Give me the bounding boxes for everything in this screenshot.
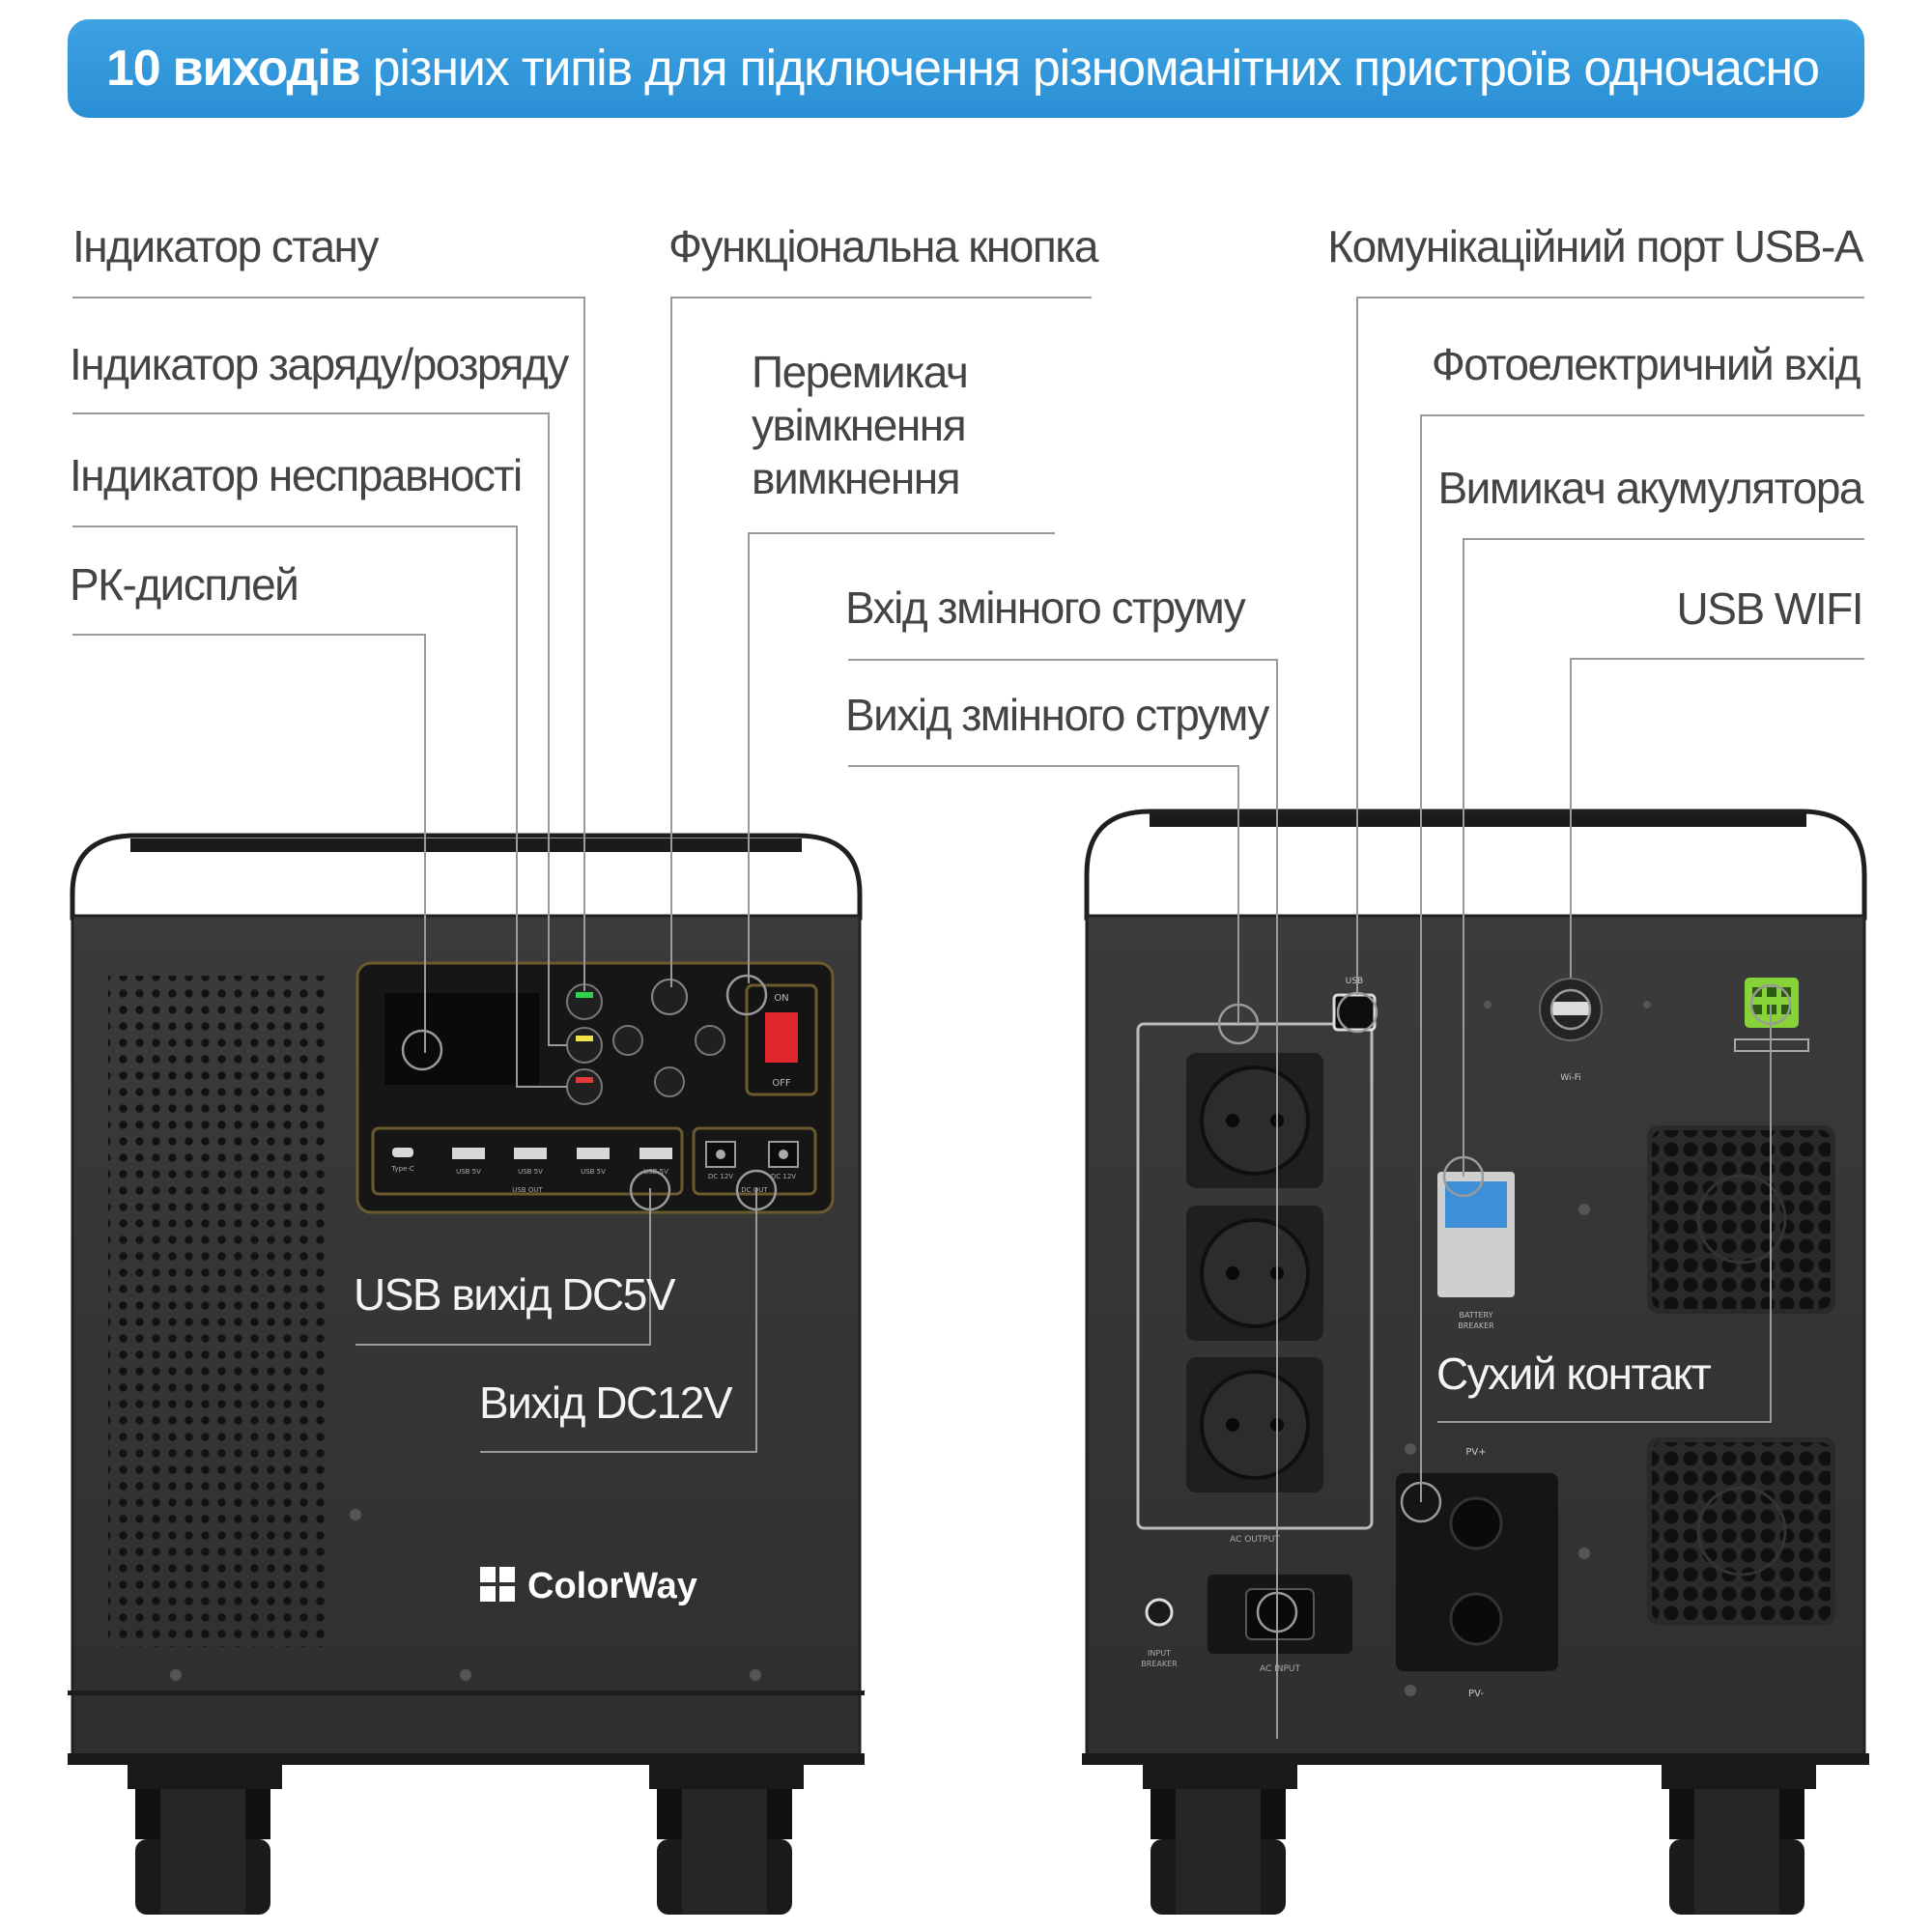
input-breaker-caption: BREAKER — [1141, 1660, 1178, 1668]
wifi-caption: Wi-Fi — [1560, 1073, 1580, 1083]
pv-plus-connector[interactable] — [1449, 1496, 1503, 1550]
dc2-label: DC 12V — [771, 1173, 796, 1180]
label-dc12-out: Вихід DC12V — [479, 1378, 733, 1428]
callout-line-charge — [72, 412, 567, 1046]
usb-port-caption: USB — [1346, 977, 1363, 986]
callout-line-ac-input — [848, 659, 1278, 1739]
callout-line-status — [72, 297, 585, 991]
front-caster-left — [128, 1764, 282, 1915]
label-charge-indicator: Індикатор заряду/розряду — [70, 339, 569, 389]
label-usb-comm: Комунікаційний порт USB-A — [1327, 221, 1863, 271]
back-handle-bar — [1150, 813, 1806, 827]
label-pv-input: Фотоелектричний вхід — [1431, 339, 1861, 389]
usb-comm-port[interactable] — [1332, 993, 1377, 1032]
ac-button[interactable] — [695, 1025, 725, 1056]
usb-c-port[interactable] — [392, 1148, 413, 1157]
dc1-label: DC 12V — [708, 1173, 733, 1180]
brand-logo-text: ColorWay — [527, 1566, 697, 1606]
label-battery-breaker: Вимикач акумулятора — [1437, 463, 1863, 513]
colorway-logo-icon — [480, 1567, 515, 1602]
dc-out-caption: DC OUT — [741, 1186, 768, 1194]
fan-grille-bottom — [1647, 1437, 1835, 1626]
callout-lines — [72, 297, 1864, 1739]
input-caption: INPUT — [1148, 1649, 1171, 1658]
function-button[interactable] — [651, 979, 688, 1015]
label-fault-indicator: Індикатор несправності — [70, 450, 523, 500]
usb1-label: USB 5V — [456, 1168, 481, 1176]
label-lcd: РК-дисплей — [70, 559, 299, 610]
label-ac-input: Вхід змінного струму — [845, 582, 1246, 633]
dc-out-group — [692, 1126, 817, 1196]
ac-outlet-2[interactable] — [1186, 1206, 1323, 1341]
breaker-caption: BREAKER — [1458, 1321, 1494, 1330]
usb-out-group — [371, 1126, 684, 1196]
back-unit: AC OUTPUT USB Wi-Fi BATTERY BREAKER PV+ … — [1082, 809, 1869, 1915]
callout-line-power-switch — [748, 532, 1055, 983]
front-vent-grille — [108, 976, 332, 1647]
typec-label: Type-C — [390, 1165, 414, 1173]
callout-line-dc12 — [480, 1188, 757, 1453]
fan-grille-top — [1647, 1125, 1835, 1314]
callout-line-function — [670, 297, 1092, 987]
pv-minus-caption: PV- — [1468, 1689, 1484, 1699]
switch-on-label: ON — [774, 993, 788, 1004]
screw-icons — [170, 1509, 761, 1681]
front-unit: ON OFF Type-C USB 5V USB 5V USB 5V USB 5… — [68, 833, 865, 1915]
pv-plus-caption: PV+ — [1465, 1447, 1486, 1458]
callout-line-lcd — [72, 634, 426, 1053]
back-caster-right — [1662, 1764, 1816, 1915]
switch-off-label: OFF — [772, 1078, 791, 1089]
label-usb-wifi: USB WIFI — [1676, 583, 1864, 634]
pv-input-block — [1396, 1473, 1558, 1671]
back-caster-left — [1143, 1764, 1297, 1915]
callout-line-fault — [72, 526, 567, 1088]
usb2-label: USB 5V — [518, 1168, 543, 1176]
lcd-screen — [384, 993, 539, 1085]
ac-output-caption: AC OUTPUT — [1230, 1535, 1280, 1545]
battery-caption: BATTERY — [1460, 1311, 1493, 1320]
usb-port-4[interactable] — [639, 1148, 672, 1159]
callout-line-usb-out — [355, 1188, 651, 1346]
banner-text: 10 виходів різних типів для підключення … — [106, 40, 1820, 98]
label-dry-contact: Сухий контакт — [1436, 1349, 1712, 1399]
light-button[interactable] — [654, 1066, 685, 1097]
callout-line-usb-comm — [1356, 297, 1864, 995]
usb-port-3[interactable] — [577, 1148, 610, 1159]
callout-line-dry-contact — [1437, 1005, 1772, 1423]
label-status-indicator: Індикатор стану — [72, 221, 379, 271]
banner-bold: 10 виходів — [106, 41, 361, 97]
label-usb-out: USB вихід DC5V — [354, 1269, 676, 1320]
usb-port-2[interactable] — [514, 1148, 547, 1159]
usb-out-caption: USB OUT — [512, 1186, 543, 1194]
front-handle-bar — [130, 838, 802, 852]
charge-indicator-button[interactable] — [566, 1027, 603, 1064]
label-ac-output: Вихід змінного струму — [845, 690, 1269, 740]
pv-minus-connector[interactable] — [1449, 1592, 1503, 1646]
ac-input-caption: AC INPUT — [1260, 1664, 1301, 1674]
label-function-button: Функціональна кнопка — [668, 221, 1098, 271]
ac-output-frame — [1136, 1022, 1374, 1530]
input-breaker-button[interactable] — [1145, 1598, 1174, 1627]
usb-port-1[interactable] — [452, 1148, 485, 1159]
label-power-switch: Перемикач увімкнення вимкнення — [752, 347, 969, 504]
usb3-label: USB 5V — [581, 1168, 606, 1176]
callout-line-usb-wifi — [1570, 658, 1864, 978]
banner-rest: різних типів для підключення різноманітн… — [359, 41, 1820, 97]
ac-outlet-3[interactable] — [1186, 1357, 1323, 1492]
title-banner: 10 виходів різних типів для підключення … — [68, 19, 1864, 118]
ac-outlet-1[interactable] — [1186, 1053, 1323, 1188]
callout-target-circles — [401, 974, 1792, 1634]
fault-indicator-button[interactable] — [566, 1068, 603, 1105]
power-switch[interactable] — [765, 1012, 798, 1063]
callout-line-battery-breaker — [1463, 538, 1864, 1177]
front-caster-right — [649, 1764, 804, 1915]
callout-line-ac-output — [848, 765, 1239, 1024]
mode-button[interactable] — [612, 1025, 643, 1056]
callout-line-pv — [1420, 414, 1864, 1502]
